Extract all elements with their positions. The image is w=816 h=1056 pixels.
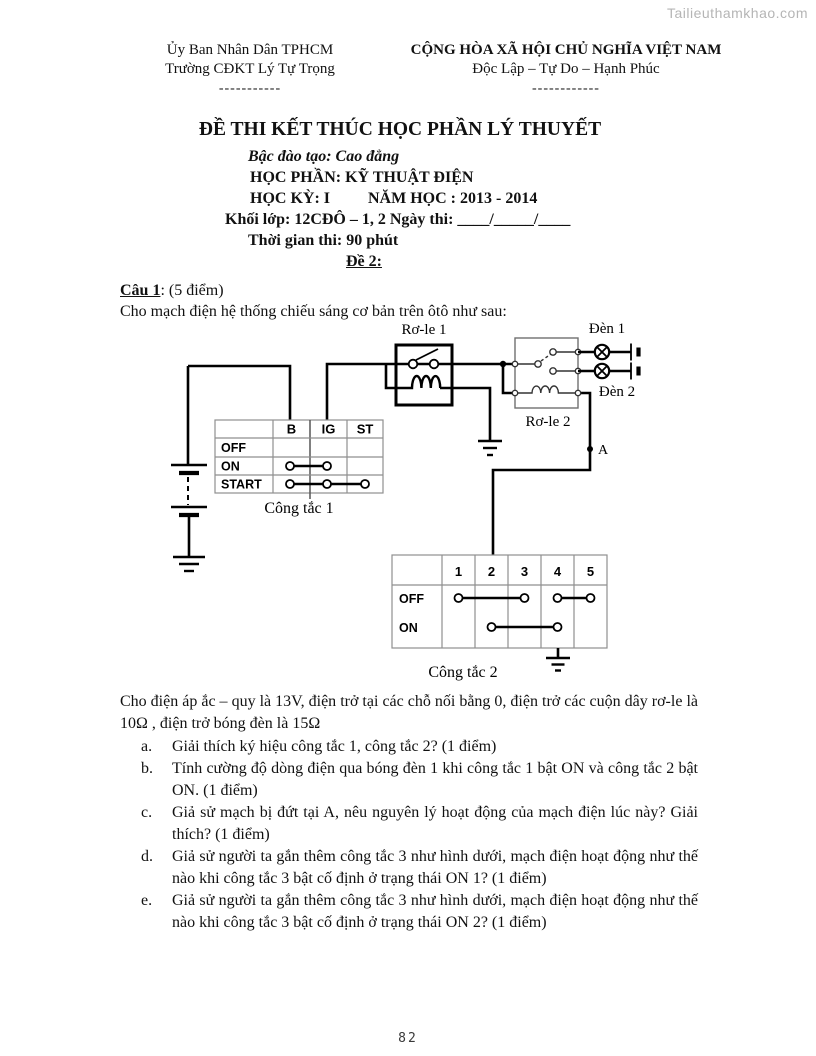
page-number: 82 bbox=[398, 1031, 418, 1046]
header-left-line2: Trường CĐKT Lý Tự Trọng bbox=[165, 61, 335, 77]
relay2-label: Rơ-le 2 bbox=[525, 414, 570, 430]
duration-line: Thời gian thi: 90 phút bbox=[248, 232, 399, 249]
list-text: Giả sử người ta gắn thêm công tắc 3 như … bbox=[172, 848, 698, 887]
switch1-col-ig: IG bbox=[322, 422, 336, 437]
question-points: : (5 điểm) bbox=[160, 282, 224, 299]
circuit-wires bbox=[188, 362, 592, 555]
switch1-row-off: OFF bbox=[221, 441, 246, 455]
question-body: Cho điện áp ắc – quy là 13V, điện trở tạ… bbox=[120, 691, 698, 934]
watermark-text: Tailieuthamkhao.com bbox=[666, 5, 808, 21]
exam-title: ĐỀ THI KẾT THÚC HỌC PHẦN LÝ THUYẾT bbox=[198, 119, 602, 140]
question-label: Câu 1 bbox=[120, 282, 161, 299]
switch1-table: B IG ST OFF ON START bbox=[214, 419, 384, 499]
exam-number: Đề 2: bbox=[346, 253, 382, 270]
switch2-col-1: 1 bbox=[455, 564, 462, 579]
switch1-row-start: START bbox=[221, 478, 262, 492]
list-text: Giả sử người ta gắn thêm công tắc 3 như … bbox=[172, 892, 698, 931]
list-item: b. Tính cường độ dòng điện qua bóng đèn … bbox=[120, 758, 698, 802]
lamp2-label: Đèn 2 bbox=[599, 384, 635, 400]
list-text: Giải thích ký hiệu công tắc 1, công tắc … bbox=[172, 738, 497, 755]
point-a-label: A bbox=[598, 443, 609, 458]
semester-label: HỌC KỲ: I bbox=[250, 190, 330, 207]
list-marker: b. bbox=[141, 760, 153, 777]
header-right-block: CỘNG HÒA XÃ HỘI CHỦ NGHĨA VIỆT NAM Độc L… bbox=[396, 41, 736, 98]
list-item: e. Giả sử người ta gắn thêm công tắc 3 n… bbox=[120, 890, 698, 934]
list-item: a. Giải thích ký hiệu công tắc 1, công t… bbox=[120, 736, 698, 758]
list-marker: d. bbox=[141, 848, 153, 865]
year-label: NĂM HỌC : 2013 - 2014 bbox=[368, 190, 538, 207]
lamp1-label: Đèn 1 bbox=[589, 321, 625, 337]
list-marker: e. bbox=[141, 892, 153, 909]
switch1-row-on: ON bbox=[221, 460, 240, 474]
lamp2-symbol bbox=[578, 362, 641, 380]
header-left-line1: Ủy Ban Nhân Dân TPHCM bbox=[166, 42, 334, 58]
header-left-block: Ủy Ban Nhân Dân TPHCM Trường CĐKT Lý Tự … bbox=[95, 41, 405, 98]
list-item: c. Giả sử mạch bị đứt tại A, nêu nguyên … bbox=[120, 802, 698, 846]
ground-symbol-middle bbox=[478, 439, 502, 457]
ground-symbol-switch2 bbox=[546, 648, 570, 672]
question-block: Câu 1: (5 điểm) Cho mạch điện hệ thống c… bbox=[120, 280, 698, 322]
switch1-col-b: B bbox=[287, 422, 296, 437]
semester-line: HỌC KỲ: I NĂM HỌC : 2013 - 2014 bbox=[250, 188, 680, 209]
subject-line: HỌC PHẦN: KỸ THUẬT ĐIỆN bbox=[250, 169, 474, 186]
class-line: Khối lớp: 12CĐÔ – 1, 2 Ngày thi: ____/__… bbox=[225, 211, 571, 228]
relay2-symbol bbox=[511, 337, 582, 409]
list-marker: c. bbox=[141, 804, 153, 821]
switch2-row-off: OFF bbox=[399, 592, 424, 606]
lamp1-symbol bbox=[578, 343, 641, 361]
switch2-col-5: 5 bbox=[587, 564, 594, 579]
switch1-col-st: ST bbox=[357, 422, 374, 437]
switch2-col-3: 3 bbox=[521, 564, 528, 579]
switch2-caption: Công tắc 2 bbox=[428, 664, 497, 681]
header-right-divider: ------------ bbox=[532, 81, 600, 96]
relay1-label: Rơ-le 1 bbox=[401, 322, 446, 338]
degree-line: Bậc đào tạo: Cao đẳng bbox=[248, 148, 400, 165]
question-intro: Cho mạch điện hệ thống chiếu sáng cơ bản… bbox=[120, 303, 507, 320]
question-heading: Câu 1: (5 điểm) bbox=[120, 280, 698, 301]
header-left-divider: ----------- bbox=[218, 81, 282, 96]
switch2-row-on: ON bbox=[399, 621, 418, 635]
switch2-col-2: 2 bbox=[488, 564, 495, 579]
junction-dot bbox=[499, 360, 507, 368]
list-item: d. Giả sử người ta gắn thêm công tắc 3 n… bbox=[120, 846, 698, 890]
switch1-caption: Công tắc 1 bbox=[264, 500, 333, 517]
relay1-symbol bbox=[394, 343, 454, 407]
switch2-col-4: 4 bbox=[554, 564, 562, 579]
switch2-table: 1 2 3 4 5 OFF ON bbox=[391, 554, 608, 649]
header-right-line2: Độc Lập – Tự Do – Hạnh Phúc bbox=[472, 61, 660, 77]
list-text: Giả sử mạch bị đứt tại A, nêu nguyên lý … bbox=[172, 804, 698, 843]
given-paragraph: Cho điện áp ắc – quy là 13V, điện trở tạ… bbox=[120, 693, 698, 732]
header-right-line1: CỘNG HÒA XÃ HỘI CHỦ NGHĨA VIỆT NAM bbox=[410, 42, 722, 58]
list-text: Tính cường độ dòng điện qua bóng đèn 1 k… bbox=[172, 760, 698, 799]
battery-symbol bbox=[171, 366, 207, 573]
list-marker: a. bbox=[141, 738, 153, 755]
title-block: ĐỀ THI KẾT THÚC HỌC PHẦN LÝ THUYẾT Bậc đ… bbox=[120, 117, 680, 272]
point-a-dot bbox=[587, 446, 593, 452]
exam-number-line: Đề 2: bbox=[120, 251, 680, 272]
